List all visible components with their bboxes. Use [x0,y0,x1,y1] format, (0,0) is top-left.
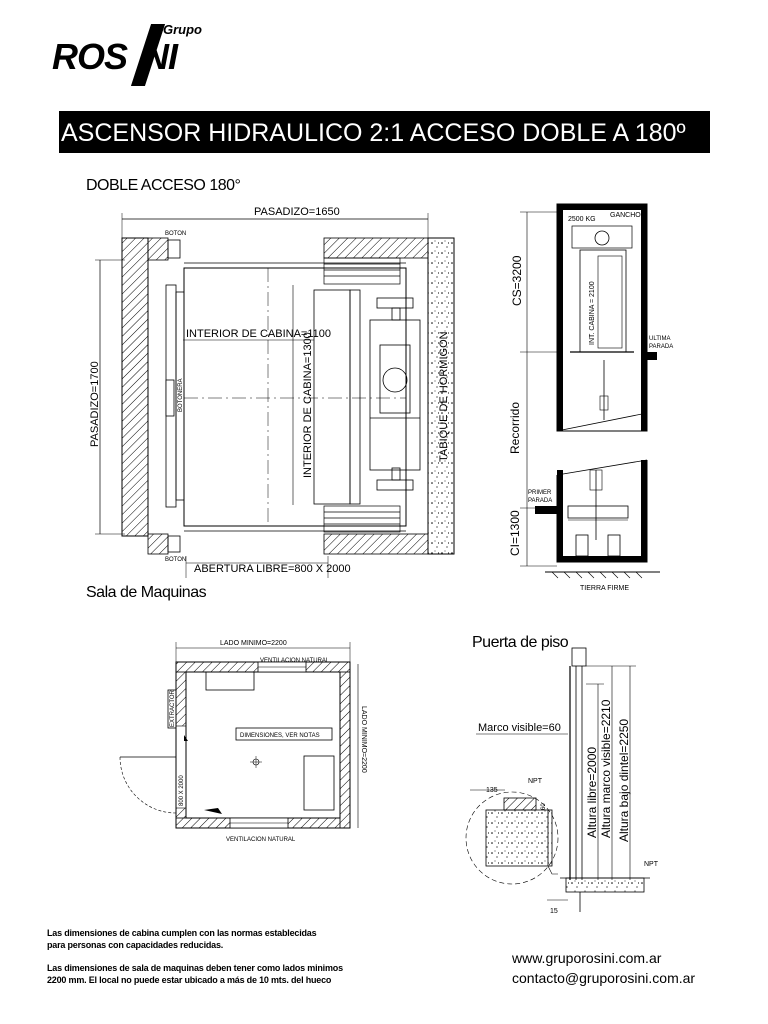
interior-height-label: INTERIOR DE CABINA=1300 [302,332,314,478]
pasadizo-height-label: PASADIZO=1700 [89,361,101,447]
npt-label: NPT [644,861,659,868]
company-logo: Grupo ROS NI [52,22,222,92]
npt-detail-label: NPT [528,778,543,785]
recorrido-label: Recorrido [508,402,522,454]
page-title-banner: ASCENSOR HIDRAULICO 2:1 ACCESO DOBLE A 1… [59,111,710,153]
note-room-1: Las dimensiones de sala de maquinas debe… [47,963,343,973]
extractor-label: EXTRACTOR [170,689,176,727]
plan-view [95,213,455,555]
machine-room-title: Sala de Maquinas [86,584,207,601]
note-cabin-2: para personas con capacidades reducidas. [47,940,224,950]
primer-parada-label: PARADA [528,498,552,504]
cs-label: CS=3200 [510,255,524,306]
machine-room-plan [119,642,359,829]
note-cabin-1: Las dimensiones de cabina cumplen con la… [47,928,317,938]
logo-ni-text: NI [143,36,178,77]
logo-grupo-text: Grupo [163,22,202,37]
floor-door-labels: Marco visible=60 Altura libre=2000 Altur… [478,699,659,915]
abertura-label: ABERTURA LIBRE=800 X 2000 [194,563,351,575]
section-view [520,203,660,579]
section-labels: 2500 KG GANCHO CS=3200 INT. CABINA = 210… [508,212,673,592]
plan-labels: PASADIZO=1650 PASADIZO=1700 INTERIOR DE … [89,206,450,575]
ultima-parada-label: PARADA [649,344,673,350]
gancho-label: GANCHO [610,212,641,219]
lado-right-label: LADO MINIMO=2200 [360,706,367,773]
lado-top-label: LADO MINIMO=2200 [220,640,287,647]
marco-visible-label: Marco visible=60 [478,722,561,734]
note-room-2: 2200 mm. El local no puede estar ubicado… [47,975,332,985]
website-link[interactable]: www.gruporosini.com.ar [512,950,662,966]
floor-door-title: Puerta de piso [472,634,569,651]
machine-room-labels: LADO MINIMO=2200 LADO MINIMO=2200 VENTIL… [170,640,367,843]
altura-libre-label: Altura libre=2000 [585,747,599,838]
primer-label: PRIMER [528,490,552,496]
dim-135-label: 135 [486,787,498,794]
interior-width-label: INTERIOR DE CABINA=1100 [186,328,331,340]
int-cabina-label: INT. CABINA = 2100 [589,281,596,345]
door-size-label: 800 X 2000 [179,775,185,806]
botonera-label: BOTONERA [178,378,184,412]
ci-label: CI=1300 [508,510,522,556]
email-link[interactable]: contacto@gruporosini.com.ar [512,970,696,986]
dim-15-label: 15 [550,908,558,915]
ultima-label: ULTIMA [649,336,671,342]
boton-top-label: BOTON [165,231,186,237]
tierra-firme-label: TIERRA FIRME [580,585,629,592]
floor-door-section [465,647,650,912]
vent-top-label: VENTILACION NATURAL [260,658,330,664]
boton-bottom-label: BOTON [165,557,186,563]
altura-marco-label: Altura marco visible=2210 [599,699,613,838]
pasadizo-width-label: PASADIZO=1650 [254,206,340,218]
vent-bottom-label: VENTILACION NATURAL [226,837,296,843]
logo-ros-text: ROS [52,36,128,77]
dim-60-label: 60 [541,803,547,810]
plan-title: DOBLE ACCESO 180° [86,177,241,194]
tabique-label: TABIQUE DE HORMIGON [438,331,450,462]
dimensiones-label: DIMENSIONES, VER NOTAS [240,733,320,739]
capacity-label: 2500 KG [568,216,596,223]
altura-dintel-label: Altura bajo dintel=2250 [617,719,631,842]
logo-wordmark: ROS NI [52,36,178,78]
